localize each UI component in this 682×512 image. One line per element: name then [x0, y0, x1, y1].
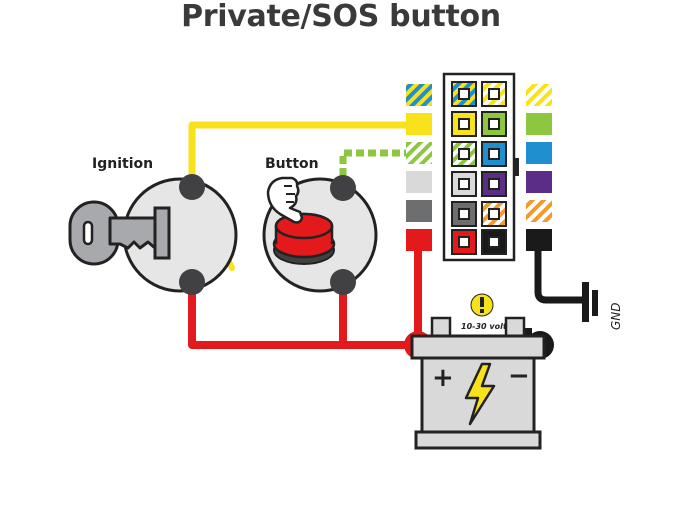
- yellow-wire: [188, 121, 422, 190]
- red-wire-ignition: [188, 282, 418, 349]
- green-wire: [339, 149, 418, 188]
- battery-plus-label: +: [432, 363, 454, 393]
- lightning-icon: [464, 362, 496, 426]
- connector-pins: [451, 81, 507, 255]
- black-ground-wire: [534, 242, 585, 304]
- ignition-label: Ignition: [92, 156, 153, 172]
- battery-minus-label: −: [508, 361, 530, 391]
- connector-left-tabs: [406, 84, 432, 251]
- key-icon: [68, 200, 171, 266]
- sos-button[interactable]: [262, 175, 378, 295]
- pointing-hand-icon: [266, 176, 304, 224]
- battery: [404, 316, 554, 450]
- voltage-label: 10-30 volt: [461, 322, 508, 331]
- page-title: Private/SOS button: [181, 0, 501, 34]
- warning-icon: [470, 293, 494, 317]
- ground-symbol: [582, 282, 598, 322]
- ignition-switch: [68, 174, 238, 295]
- button-label: Button: [265, 156, 319, 172]
- connector-right-tabs: [526, 84, 552, 251]
- gnd-label: GND: [609, 302, 623, 330]
